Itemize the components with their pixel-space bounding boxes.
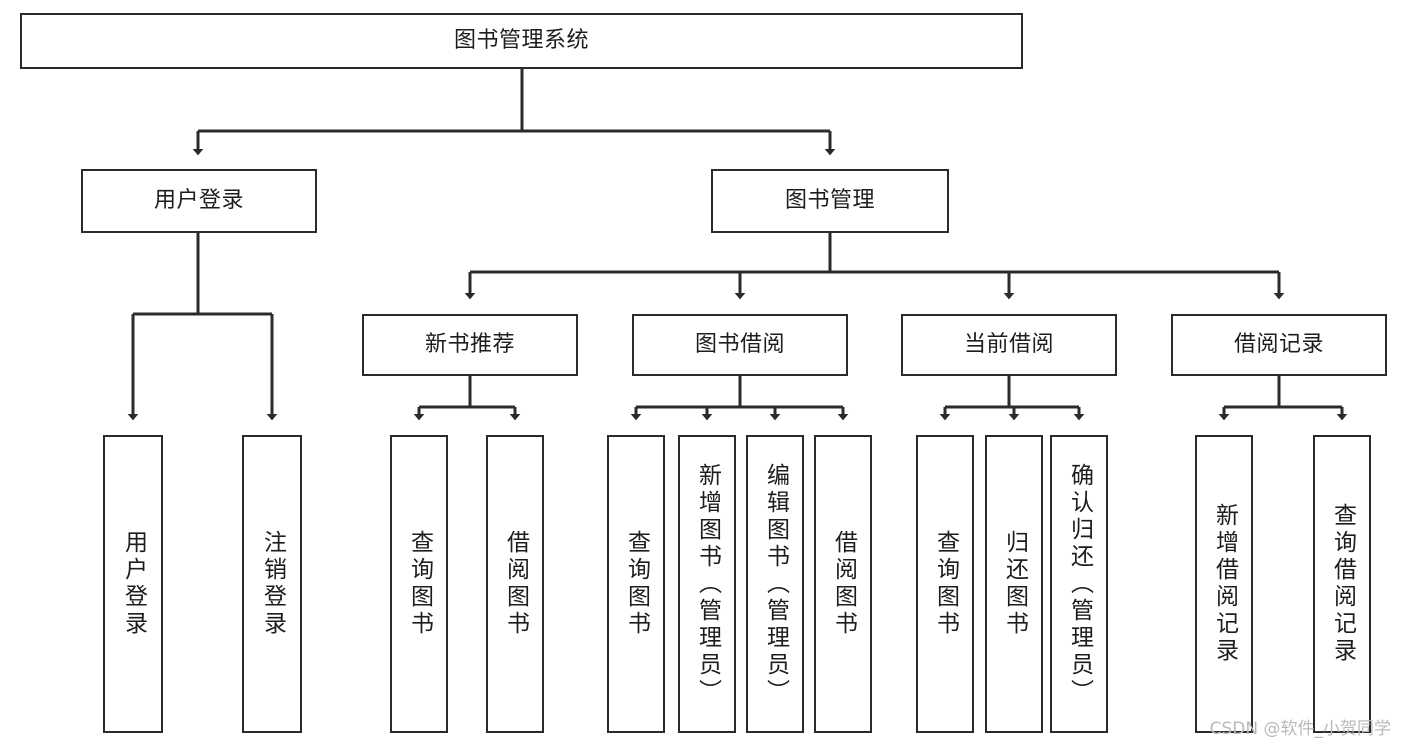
node-book-borrow-label: 图书借阅 [694,331,785,357]
node-root[interactable]: 图书管理系统 [20,13,1023,69]
node-leaf-user-login-label: 用户登录 [120,530,147,638]
node-new-book-recommend[interactable]: 新书推荐 [362,314,578,376]
node-leaf-query-book-2[interactable]: 查询图书 [607,435,665,733]
watermark-text: CSDN @软件_小贺同学 [1209,719,1391,739]
node-leaf-query-book-2-label: 查询图书 [623,530,650,638]
node-leaf-borrow-book-1-label: 借阅图书 [502,530,529,638]
node-leaf-query-record-label: 查询借阅记录 [1329,503,1356,665]
node-leaf-borrow-book-2[interactable]: 借阅图书 [814,435,872,733]
node-book-manage-label: 图书管理 [784,187,875,213]
node-leaf-confirm-return[interactable]: 确认归还（管理员） [1050,435,1108,733]
node-leaf-query-book-1[interactable]: 查询图书 [390,435,448,733]
node-leaf-return-book[interactable]: 归还图书 [985,435,1043,733]
node-user-login-label: 用户登录 [153,187,244,213]
node-leaf-query-book-1-label: 查询图书 [406,530,433,638]
node-book-manage[interactable]: 图书管理 [711,169,949,233]
node-borrow-record-label: 借阅记录 [1233,331,1324,357]
node-leaf-query-book-3[interactable]: 查询图书 [916,435,974,733]
node-leaf-add-record[interactable]: 新增借阅记录 [1195,435,1253,733]
node-leaf-add-book[interactable]: 新增图书（管理员） [678,435,736,733]
node-user-login[interactable]: 用户登录 [81,169,317,233]
node-leaf-borrow-book-2-label: 借阅图书 [830,530,857,638]
node-current-borrow-label: 当前借阅 [963,331,1054,357]
node-borrow-record[interactable]: 借阅记录 [1171,314,1387,376]
node-leaf-query-record[interactable]: 查询借阅记录 [1313,435,1371,733]
node-book-borrow[interactable]: 图书借阅 [632,314,848,376]
node-leaf-borrow-book-1[interactable]: 借阅图书 [486,435,544,733]
node-new-book-recommend-label: 新书推荐 [424,331,515,357]
node-leaf-edit-book[interactable]: 编辑图书（管理员） [746,435,804,733]
node-leaf-edit-book-label: 编辑图书（管理员） [762,462,789,706]
node-leaf-add-record-label: 新增借阅记录 [1211,503,1238,665]
node-leaf-query-book-3-label: 查询图书 [932,530,959,638]
node-root-label: 图书管理系统 [453,27,589,53]
node-leaf-return-book-label: 归还图书 [1001,530,1028,638]
node-leaf-confirm-return-label: 确认归还（管理员） [1066,462,1093,706]
node-current-borrow[interactable]: 当前借阅 [901,314,1117,376]
node-leaf-add-book-label: 新增图书（管理员） [694,462,721,706]
node-leaf-logout[interactable]: 注销登录 [242,435,302,733]
node-leaf-user-login[interactable]: 用户登录 [103,435,163,733]
node-leaf-logout-label: 注销登录 [259,530,286,638]
